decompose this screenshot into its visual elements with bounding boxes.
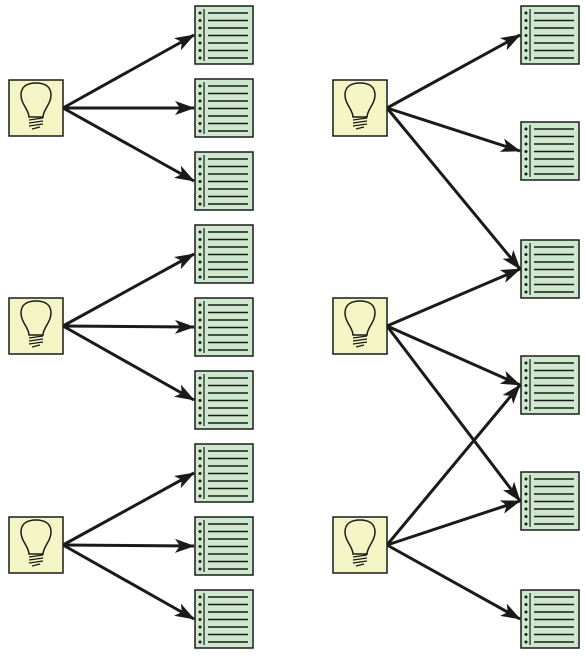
document-list-icon <box>198 520 248 572</box>
document-list-icon <box>524 9 574 61</box>
edges-layer <box>62 33 522 621</box>
document-list-icon <box>524 243 574 295</box>
idea-node-i1 <box>8 79 64 137</box>
lightbulb-icon <box>344 300 376 348</box>
document-list-icon <box>198 9 248 61</box>
document-list-icon <box>524 125 574 177</box>
lightbulb-icon <box>20 82 52 130</box>
document-node-r2 <box>520 121 580 181</box>
arrow-i4-to-r2 <box>386 106 521 153</box>
document-node-r4 <box>520 355 580 415</box>
lightbulb-icon <box>20 519 52 567</box>
arrow-i6-to-r4 <box>385 384 522 546</box>
document-node-d3 <box>194 151 254 211</box>
lightbulb-icon <box>344 519 376 567</box>
arrow-i2-to-d4 <box>62 252 195 328</box>
document-list-icon <box>198 374 248 426</box>
arrow-i4-to-r3 <box>385 107 522 270</box>
idea-node-i3 <box>8 516 64 574</box>
arrow-i2-to-d6 <box>62 324 195 402</box>
idea-node-i2 <box>8 297 64 355</box>
arrow-i6-to-r5 <box>386 499 521 547</box>
document-node-d4 <box>194 224 254 284</box>
arrow-i1-to-d1 <box>62 33 195 110</box>
document-node-r3 <box>520 239 580 299</box>
document-list-icon <box>198 447 248 499</box>
document-node-d6 <box>194 370 254 430</box>
document-node-r1 <box>520 5 580 65</box>
idea-node-i4 <box>332 79 388 137</box>
document-list-icon <box>198 301 248 353</box>
document-node-d9 <box>194 589 254 649</box>
document-node-d8 <box>194 516 254 576</box>
document-node-d7 <box>194 443 254 503</box>
arrow-i5-to-r4 <box>386 324 521 387</box>
document-node-r6 <box>520 589 580 649</box>
lightbulb-icon <box>20 300 52 348</box>
arrow-i5-to-r5 <box>385 325 522 502</box>
document-list-icon <box>198 82 248 134</box>
document-node-d5 <box>194 297 254 357</box>
document-list-icon <box>524 359 574 411</box>
idea-node-i6 <box>332 516 388 574</box>
arrow-i5-to-r3 <box>386 267 521 328</box>
document-node-d1 <box>194 5 254 65</box>
document-list-icon <box>198 155 248 207</box>
arrow-i1-to-d3 <box>62 106 195 183</box>
arrow-i4-to-r1 <box>386 33 521 110</box>
document-list-icon <box>524 593 574 645</box>
arrow-i2-to-d5 <box>62 319 195 334</box>
lightbulb-icon <box>344 82 376 130</box>
idea-node-i5 <box>332 297 388 355</box>
document-list-icon <box>524 475 574 527</box>
arrow-i3-to-d9 <box>62 543 195 621</box>
nodes-layer <box>8 5 580 649</box>
arrow-i3-to-d7 <box>62 471 195 547</box>
document-node-r5 <box>520 471 580 531</box>
arrow-i6-to-r6 <box>386 543 521 621</box>
document-list-icon <box>198 593 248 645</box>
document-list-icon <box>198 228 248 280</box>
document-node-d2 <box>194 78 254 138</box>
arrow-i3-to-d8 <box>62 538 195 553</box>
